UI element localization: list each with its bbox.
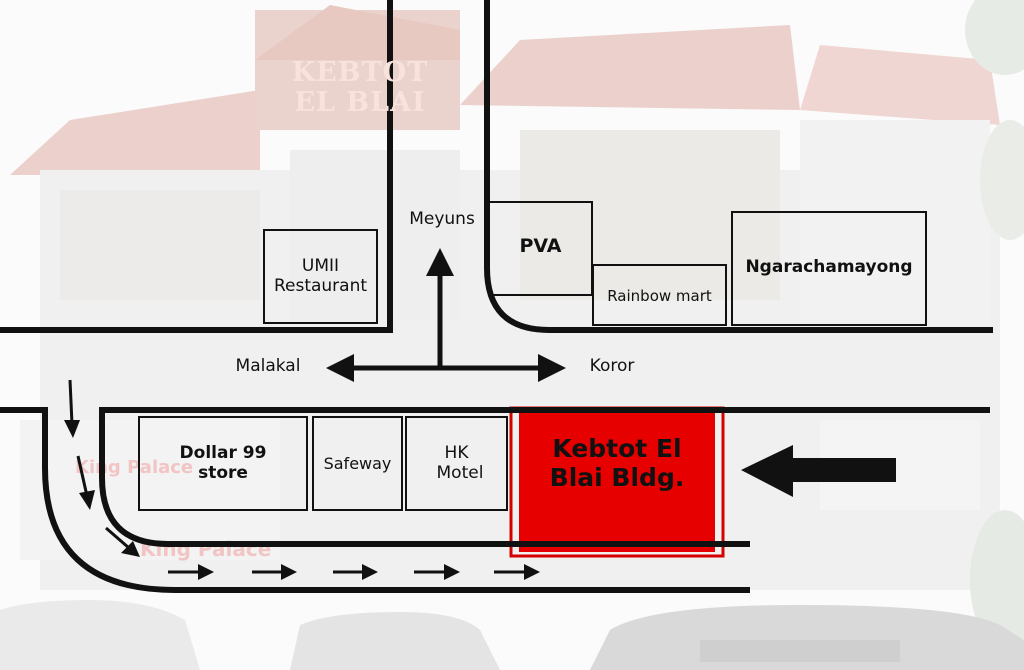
traffic-arrow-icon [64,379,540,580]
road-lower-outer [0,407,750,593]
place-pva: PVA [489,224,592,270]
place-umii-label: UMII Restaurant [273,256,368,296]
place-umii-restaurant: UMII Restaurant [264,230,377,323]
place-ngarachamayong: Ngarachamayong [732,250,926,286]
umii-box [263,229,378,324]
place-ngara-label: Ngarachamayong [745,257,913,278]
road-lines [0,0,993,593]
hk-motel-box [405,416,508,511]
road-upper-right [484,0,993,333]
store-outlines [138,201,927,511]
direction-label-malakal: Malakal [235,356,301,376]
direction-label-koror: Koror [589,356,635,376]
place-dollar99-label: Dollar 99 store [179,443,267,483]
ngara-box [731,211,927,326]
place-pva-label: PVA [519,235,562,258]
dollar99-box [138,416,308,511]
place-hk-motel-label: HK Motel [436,443,484,483]
direction-label-meyuns: Meyuns [409,209,475,229]
pva-box [488,201,593,296]
place-safeway: Safeway [313,417,402,510]
place-dollar99-store: Dollar 99 store [139,417,307,510]
rainbow-box [592,264,727,326]
road-lower-inner [99,407,990,547]
building-sign: KEBTOT EL BLAI [291,57,429,119]
place-rainbow-mart: Rainbow mart [593,281,726,311]
place-safeway-label: Safeway [323,453,392,473]
direction-arrow-icon [326,248,566,382]
place-hk-motel: HK Motel [406,417,507,510]
place-rainbow-label: Rainbow mart [607,286,712,305]
kebtot-highlight [519,409,715,552]
safeway-box [312,416,403,511]
road-upper-left [0,0,393,333]
place-kebtot-el-blai-bldg: Kebtot El Blai Bldg. [519,409,715,519]
pointer-arrow-icon [741,445,896,497]
place-kebtot-label: Kebtot El Blai Bldg. [549,434,685,492]
